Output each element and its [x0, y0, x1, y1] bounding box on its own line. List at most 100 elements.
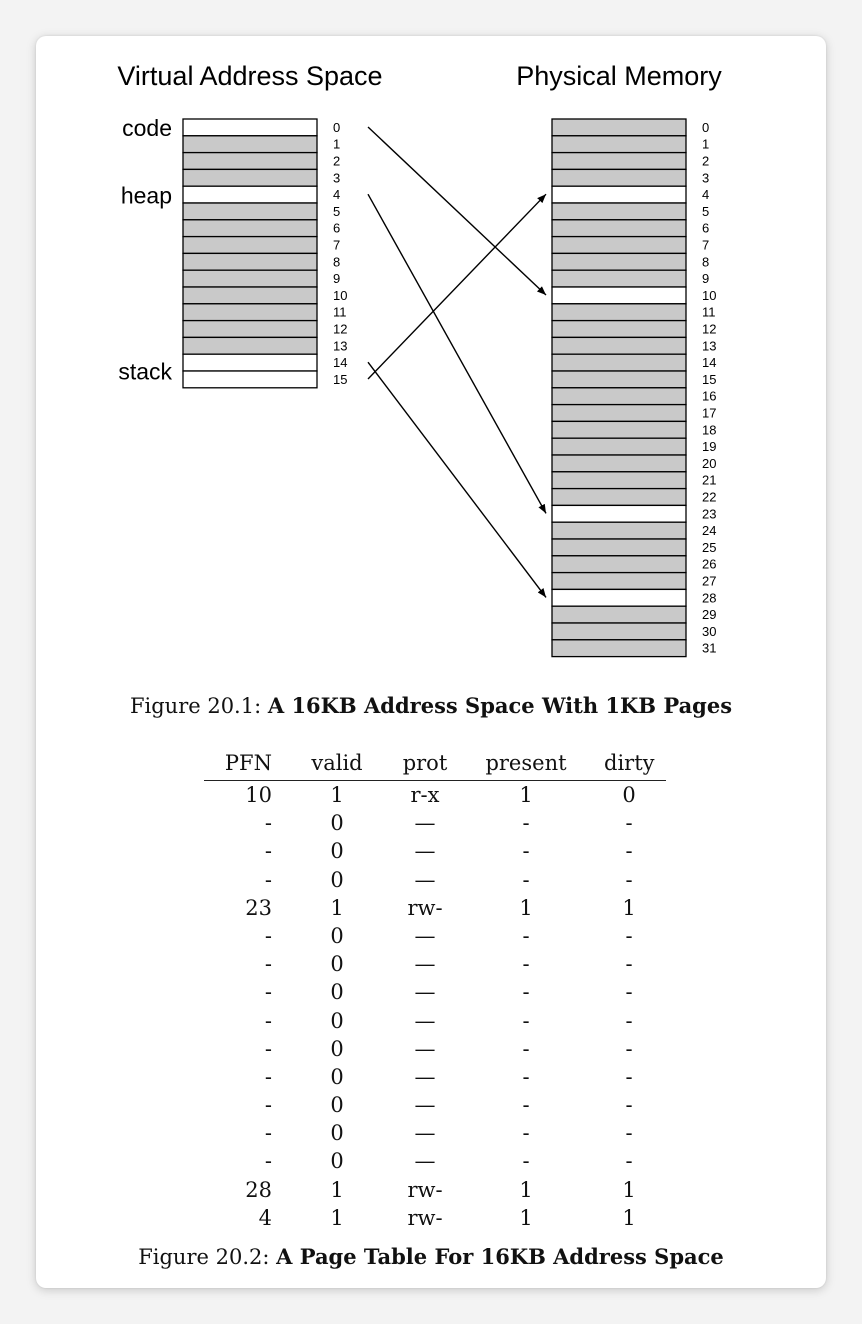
cell-pfn: - — [264, 867, 272, 892]
virtual-page-11 — [182, 303, 318, 322]
cell-present: - — [522, 867, 530, 892]
virtual-page-number: 0 — [333, 120, 340, 135]
physical-page-9 — [551, 269, 687, 288]
physical-page-number: 19 — [702, 439, 716, 454]
cell-prot: — — [414, 1149, 436, 1174]
cell-pfn: - — [264, 923, 272, 948]
table-row: -0—-- — [204, 950, 666, 978]
physical-page-number: 3 — [702, 170, 709, 185]
cell-present: 1 — [519, 895, 533, 920]
mapping-arrow-14-to-28 — [367, 361, 547, 598]
cell-valid: 1 — [330, 895, 344, 920]
cell-prot: — — [414, 1036, 436, 1061]
cell-valid: 0 — [330, 1149, 344, 1174]
cell-dirty: - — [625, 1036, 633, 1061]
physical-page-number: 29 — [702, 607, 716, 622]
virtual-page-12 — [182, 319, 318, 339]
cell-pfn: 10 — [245, 783, 272, 807]
physical-page-number: 0 — [702, 120, 709, 135]
physical-page-number: 31 — [702, 641, 716, 656]
physical-page-31 — [551, 639, 687, 658]
physical-page-number: 26 — [702, 557, 716, 572]
cell-pfn: - — [264, 1064, 272, 1089]
virtual-page-number: 1 — [333, 137, 340, 152]
mapping-arrow-0-to-10 — [367, 126, 547, 296]
cell-present: - — [522, 1121, 530, 1146]
cell-present: 1 — [519, 783, 533, 807]
physical-page-8 — [551, 252, 687, 271]
virtual-page-number: 2 — [333, 154, 340, 169]
cell-prot: — — [414, 811, 436, 836]
physical-page-28 — [551, 588, 687, 607]
virtual-page-number: 7 — [333, 238, 340, 253]
virtual-page-7 — [182, 235, 318, 255]
virtual-page-3 — [182, 168, 318, 187]
virtual-page-number: 14 — [333, 355, 347, 370]
virtual-page-13 — [182, 336, 318, 355]
cell-dirty: - — [625, 1064, 633, 1089]
cell-valid: 0 — [330, 952, 344, 977]
virtual-page-14 — [182, 353, 318, 372]
physical-page-5 — [551, 202, 687, 221]
physical-page-18 — [551, 420, 687, 439]
address-space-diagram: Virtual Address Space Physical Memory 01… — [117, 61, 722, 658]
cell-valid: 1 — [330, 1177, 344, 1202]
segment-label: code — [122, 115, 172, 141]
table-row: -0—-- — [204, 1035, 666, 1063]
physical-page-number: 18 — [702, 422, 716, 437]
virtual-page-number: 6 — [333, 221, 340, 236]
cell-dirty: 1 — [622, 1205, 636, 1230]
virtual-page-number: 8 — [333, 254, 340, 269]
virtual-page-number: 10 — [333, 288, 347, 303]
physical-page-number: 12 — [702, 322, 716, 337]
physical-page-number: 15 — [702, 372, 716, 387]
physical-page-23 — [551, 504, 687, 523]
figure-1-title: A 16KB Address Space With 1KB Pages — [267, 693, 733, 718]
physical-page-1 — [551, 135, 687, 154]
cell-pfn: - — [264, 980, 272, 1005]
cell-present: - — [522, 1093, 530, 1118]
cell-valid: 0 — [330, 1036, 344, 1061]
cell-pfn: - — [264, 811, 272, 836]
physical-page-number: 22 — [702, 490, 716, 505]
virtual-page-8 — [182, 252, 318, 271]
cell-dirty: 0 — [622, 783, 636, 807]
cell-pfn: - — [264, 839, 272, 864]
virtual-page-6 — [182, 219, 318, 238]
cell-prot: — — [414, 867, 436, 892]
physical-page-24 — [551, 521, 687, 540]
physical-page-15 — [551, 370, 687, 389]
cell-dirty: 1 — [622, 895, 636, 920]
physical-page-number: 20 — [702, 456, 716, 471]
cell-prot: rw- — [407, 895, 443, 920]
physical-page-number: 4 — [702, 187, 709, 202]
virtual-page-2 — [182, 151, 318, 171]
physical-page-6 — [551, 219, 687, 238]
header-prot: prot — [402, 751, 448, 775]
virtual-page-4 — [182, 185, 318, 204]
physical-page-30 — [551, 622, 687, 641]
virtual-page-9 — [182, 269, 318, 288]
page-table-header: PFN valid prot present dirty — [204, 749, 666, 781]
figure-2-caption: Figure 20.2: A Page Table For 16KB Addre… — [0, 1244, 862, 1269]
physical-page-12 — [551, 319, 687, 339]
physical-page-3 — [551, 168, 687, 187]
virtual-page-number: 13 — [333, 338, 347, 353]
cell-present: - — [522, 811, 530, 836]
cell-prot: — — [414, 1121, 436, 1146]
cell-pfn: - — [264, 1008, 272, 1033]
cell-valid: 1 — [330, 1205, 344, 1230]
physical-page-27 — [551, 571, 687, 591]
physical-page-22 — [551, 487, 687, 507]
physical-page-number: 17 — [702, 406, 716, 421]
cell-pfn: - — [264, 1121, 272, 1146]
virtual-page-5 — [182, 202, 318, 221]
table-row: -0—-- — [204, 1091, 666, 1119]
cell-dirty: - — [625, 1121, 633, 1146]
cell-pfn: - — [264, 1149, 272, 1174]
figure-2-label: Figure 20.2: — [138, 1245, 277, 1269]
